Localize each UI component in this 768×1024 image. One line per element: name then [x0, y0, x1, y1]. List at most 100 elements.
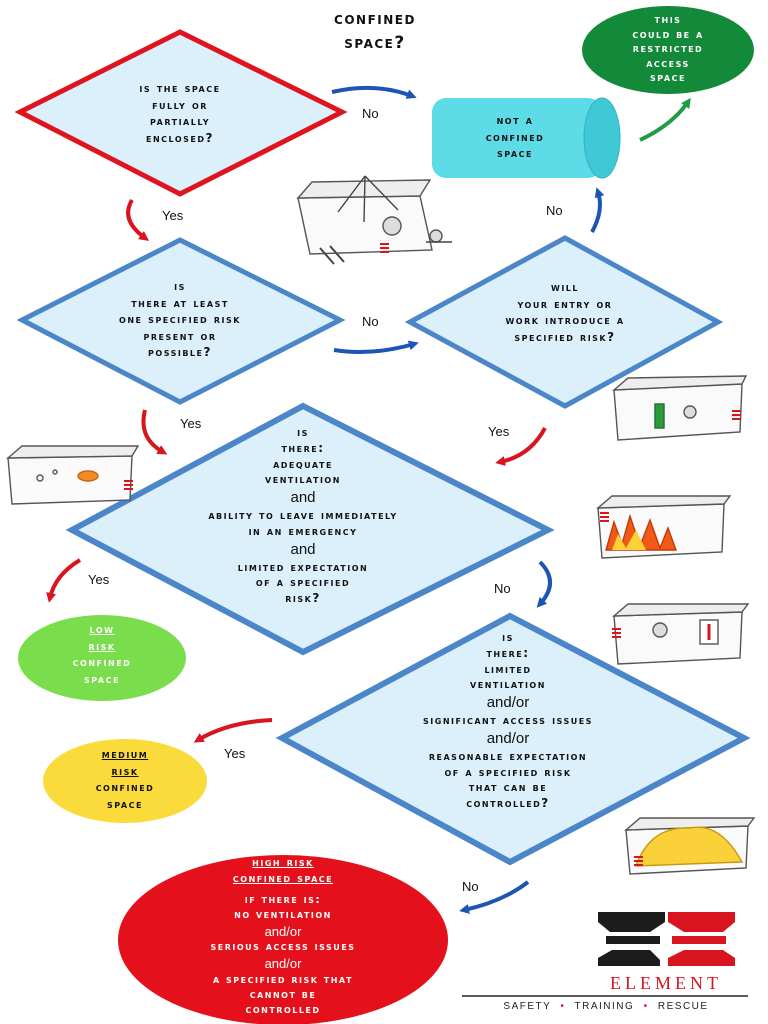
medium-risk-heading: RISK: [111, 764, 139, 778]
q5-line: there:: [486, 645, 530, 660]
not-confined-line: confined: [485, 129, 545, 144]
high-risk-heading: confined space: [232, 871, 334, 886]
q4-line: Is: [297, 425, 309, 439]
high-risk-line: a specified risk that: [213, 972, 353, 986]
high-risk-line: serious access issues: [210, 940, 356, 954]
low-risk-line: confined: [72, 656, 132, 669]
arrow-q4-no: [536, 560, 552, 608]
restricted-access-ellipse: [582, 6, 754, 94]
arrow-not-confined-to-restricted: [639, 97, 691, 142]
q4-line: of a specified: [255, 575, 351, 590]
q4-text: Is there: adequate ventilation and abili…: [100, 425, 506, 607]
q5-text: Is there: Limited ventilation and/or sig…: [318, 630, 698, 812]
q5-line: ventilation: [470, 677, 546, 692]
q1-text: Is the space fully or partially enclosed…: [90, 80, 270, 146]
title-line: Confined: [334, 9, 416, 29]
arrow-q2-yes: [141, 409, 168, 455]
tank-tripod-illustration: [296, 175, 452, 265]
q3-line: specified risk?: [514, 329, 616, 344]
q3-text: Will your entry or work introduce a spec…: [440, 279, 690, 345]
q1-line: partially: [150, 114, 210, 129]
element-logo-icon: [598, 912, 735, 966]
high-risk-conjunction: and/or: [264, 956, 302, 972]
tank-fish-illustration: [6, 445, 140, 505]
arrow-q2-no: [333, 340, 419, 354]
q3-line: work introduce a: [505, 313, 625, 328]
q4-conjunction: and: [290, 489, 316, 507]
q4-line: there:: [281, 440, 325, 455]
decision-specified-risk: [16, 237, 346, 405]
q2-line: there at least: [131, 295, 229, 310]
q5-line: Is: [502, 630, 514, 644]
badge-icon: [124, 243, 741, 866]
q1-line: Is the space: [139, 81, 221, 95]
q5-line: controlled?: [466, 796, 550, 811]
tagline-training: TRAINING: [574, 1001, 635, 1012]
not-confined-cylinder: [432, 97, 621, 179]
q3-line: your entry or: [517, 296, 613, 311]
restricted-line: access: [646, 56, 690, 70]
high-risk-conjunction: and/or: [264, 923, 302, 939]
q2-line: one specified risk: [119, 312, 241, 327]
arrow-q1-no: [331, 85, 417, 99]
restricted-line: could be a: [632, 27, 704, 41]
decision-enclosed: [14, 29, 348, 197]
edge-label-q4-yes: Yes: [88, 572, 110, 587]
restricted-access-text: This could be a restricted access space: [594, 13, 742, 86]
tank-sand-illustration: [624, 817, 756, 875]
tagline-separator: •: [560, 1001, 566, 1012]
edge-label-q2-yes: Yes: [180, 416, 202, 431]
high-risk-line: No ventilation: [234, 907, 332, 921]
low-risk-text: LOW RISK confined space: [42, 622, 162, 688]
edge-label-q1-yes: Yes: [162, 208, 184, 223]
not-confined-line: Not a: [496, 113, 534, 127]
edge-label-q3-yes: Yes: [488, 424, 510, 439]
q2-line: present or: [143, 328, 217, 343]
restricted-line: This: [654, 13, 682, 26]
q4-conjunction: and: [290, 540, 316, 558]
high-risk-heading: HIGH RISK: [252, 855, 314, 869]
q4-line: in an emergency: [248, 523, 358, 538]
page-title: Confined Space?: [270, 8, 480, 56]
q1-line: fully or: [152, 97, 208, 112]
tagline-rescue: RESCUE: [657, 1001, 709, 1012]
q4-line: risk?: [285, 591, 321, 606]
logo-tagline: SAFETY • TRAINING • RESCUE: [462, 1001, 750, 1012]
edge-label-q1-no: No: [362, 106, 379, 121]
restricted-line: restricted: [632, 42, 704, 56]
arrow-q1-yes: [126, 198, 150, 241]
edge-label-q4-no: No: [494, 581, 511, 596]
q5-line: significant access issues: [423, 713, 593, 728]
low-risk-line: space: [84, 672, 120, 686]
q2-line: Is: [174, 279, 186, 293]
high-risk-line: CANNOT be: [249, 987, 317, 1001]
tank-fire-illustration: [596, 495, 732, 559]
edge-label-q3-no: No: [546, 203, 563, 218]
q5-line: that CAN be: [468, 780, 548, 795]
low-risk-ellipse: [18, 615, 186, 701]
q2-line: possible?: [148, 345, 212, 360]
high-risk-line: controlled: [245, 1002, 321, 1016]
edge-label-q5-no: No: [462, 879, 479, 894]
arrow-q3-no: [590, 187, 605, 233]
decision-low-risk-conditions: [65, 402, 555, 656]
low-risk-heading: RISK: [88, 639, 116, 653]
q2-text: Is there at least one specified risk pre…: [60, 278, 300, 361]
q4-line: adequate: [273, 456, 333, 471]
q5-line: reasonable expectation: [428, 748, 588, 763]
medium-risk-text: MEDIUM RISK confined space: [60, 747, 190, 813]
q4-line: ability to leave immediately: [208, 508, 398, 523]
tank-thermometer-illustration: [612, 603, 750, 665]
low-risk-heading: LOW: [89, 623, 115, 636]
tank-gas-cylinder-illustration: [611, 375, 748, 441]
q3-line: Will: [551, 280, 579, 294]
high-risk-ellipse: [118, 855, 448, 1024]
not-confined-line: space: [497, 146, 533, 161]
high-risk-text: HIGH RISK confined space If there is: No…: [138, 854, 428, 1018]
tagline-separator: •: [643, 1001, 649, 1012]
decision-medium-risk-conditions: [275, 612, 751, 866]
tagline-safety: SAFETY: [503, 1001, 552, 1012]
q4-line: ventilation: [265, 472, 341, 487]
arrow-q3-yes: [495, 427, 547, 466]
